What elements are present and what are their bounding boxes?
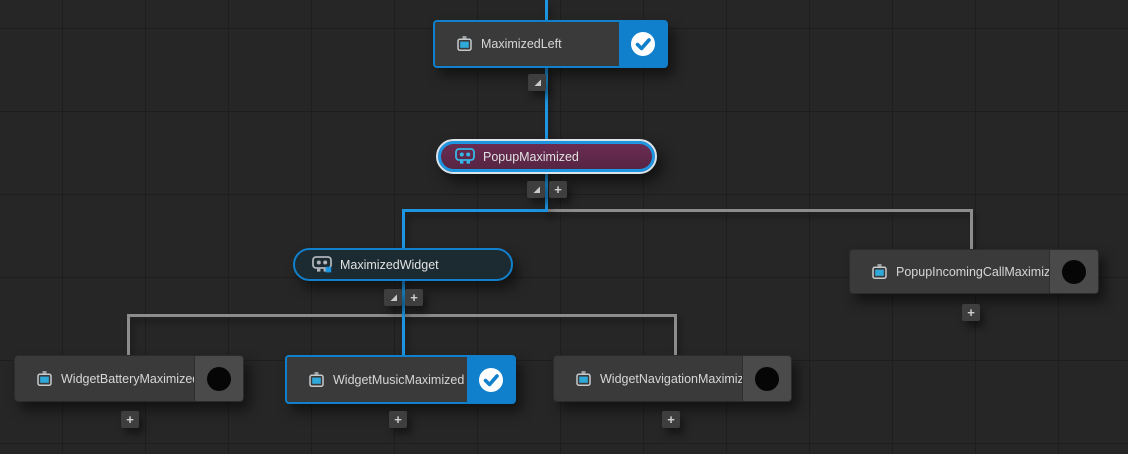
enabled-toggle[interactable] — [194, 356, 243, 401]
node-widget-navigation-maximized[interactable]: WidgetNavigationMaximized — [553, 355, 792, 402]
enabled-toggle[interactable] — [467, 357, 514, 402]
node-label: MaximizedWidget — [340, 257, 439, 272]
widget-blueprint-icon — [309, 371, 324, 388]
edge-root-to-maximizedleft — [545, 0, 548, 22]
add-child-button-widget-battery[interactable]: + — [121, 411, 139, 428]
collapse-button-maximized-left[interactable] — [528, 74, 546, 91]
add-child-button-maximized-widget[interactable]: + — [405, 289, 423, 306]
edge-popup-down — [545, 171, 548, 211]
node-widget-battery-maximized[interactable]: WidgetBatteryMaximized — [14, 355, 244, 402]
node-label: WidgetBatteryMaximized — [61, 371, 194, 386]
edge-widget-to-navigation-v — [674, 316, 677, 357]
collapse-arrow-icon — [389, 293, 398, 302]
edge-widget-to-music-v — [402, 278, 405, 358]
disabled-dot-icon — [755, 366, 779, 391]
widget-state-icon — [312, 256, 332, 273]
node-label: WidgetNavigationMaximized — [600, 371, 742, 386]
collapse-button-maximized-widget[interactable] — [384, 289, 402, 306]
add-child-button-popup-incoming-call[interactable]: + — [962, 304, 980, 321]
edge-popup-to-incomingcall-v — [970, 211, 973, 251]
node-label: PopupMaximized — [483, 149, 579, 164]
enabled-toggle[interactable] — [742, 356, 791, 401]
check-circle-icon — [478, 367, 504, 393]
check-circle-icon — [630, 31, 656, 57]
disabled-dot-icon — [1062, 259, 1086, 284]
node-maximized-left[interactable]: MaximizedLeft — [433, 20, 668, 68]
disabled-dot-icon — [207, 366, 231, 391]
widget-blueprint-icon — [37, 370, 52, 387]
enabled-toggle[interactable] — [619, 22, 666, 66]
widget-state-icon — [455, 148, 475, 165]
collapse-arrow-icon — [533, 78, 542, 87]
add-child-button-widget-navigation[interactable]: + — [662, 411, 680, 428]
node-popup-maximized[interactable]: PopupMaximized — [436, 139, 657, 174]
add-child-button-widget-music[interactable]: + — [389, 411, 407, 428]
node-popup-incoming-call-maximized[interactable]: PopupIncomingCallMaximized — [849, 249, 1099, 294]
widget-blueprint-icon — [872, 263, 887, 280]
add-child-button-popup-maximized[interactable]: + — [549, 181, 567, 198]
node-label: WidgetMusicMaximized — [333, 372, 465, 387]
collapse-arrow-icon — [532, 185, 541, 194]
node-label: MaximizedLeft — [481, 37, 562, 51]
widget-blueprint-icon — [576, 370, 591, 387]
edge-popup-to-widget-v — [402, 211, 405, 251]
widget-blueprint-icon — [457, 36, 472, 52]
edge-popup-to-widget-h — [402, 209, 548, 212]
node-label: PopupIncomingCallMaximized — [896, 264, 1049, 279]
collapse-button-popup-maximized[interactable] — [527, 181, 545, 198]
edge-maximizedleft-to-popup — [545, 62, 548, 142]
edge-popup-to-incomingcall-h — [546, 209, 973, 212]
node-maximized-widget[interactable]: MaximizedWidget — [293, 248, 513, 281]
edge-widget-to-battery-v — [127, 316, 130, 357]
enabled-toggle[interactable] — [1049, 250, 1098, 293]
node-widget-music-maximized[interactable]: WidgetMusicMaximized — [285, 355, 516, 404]
